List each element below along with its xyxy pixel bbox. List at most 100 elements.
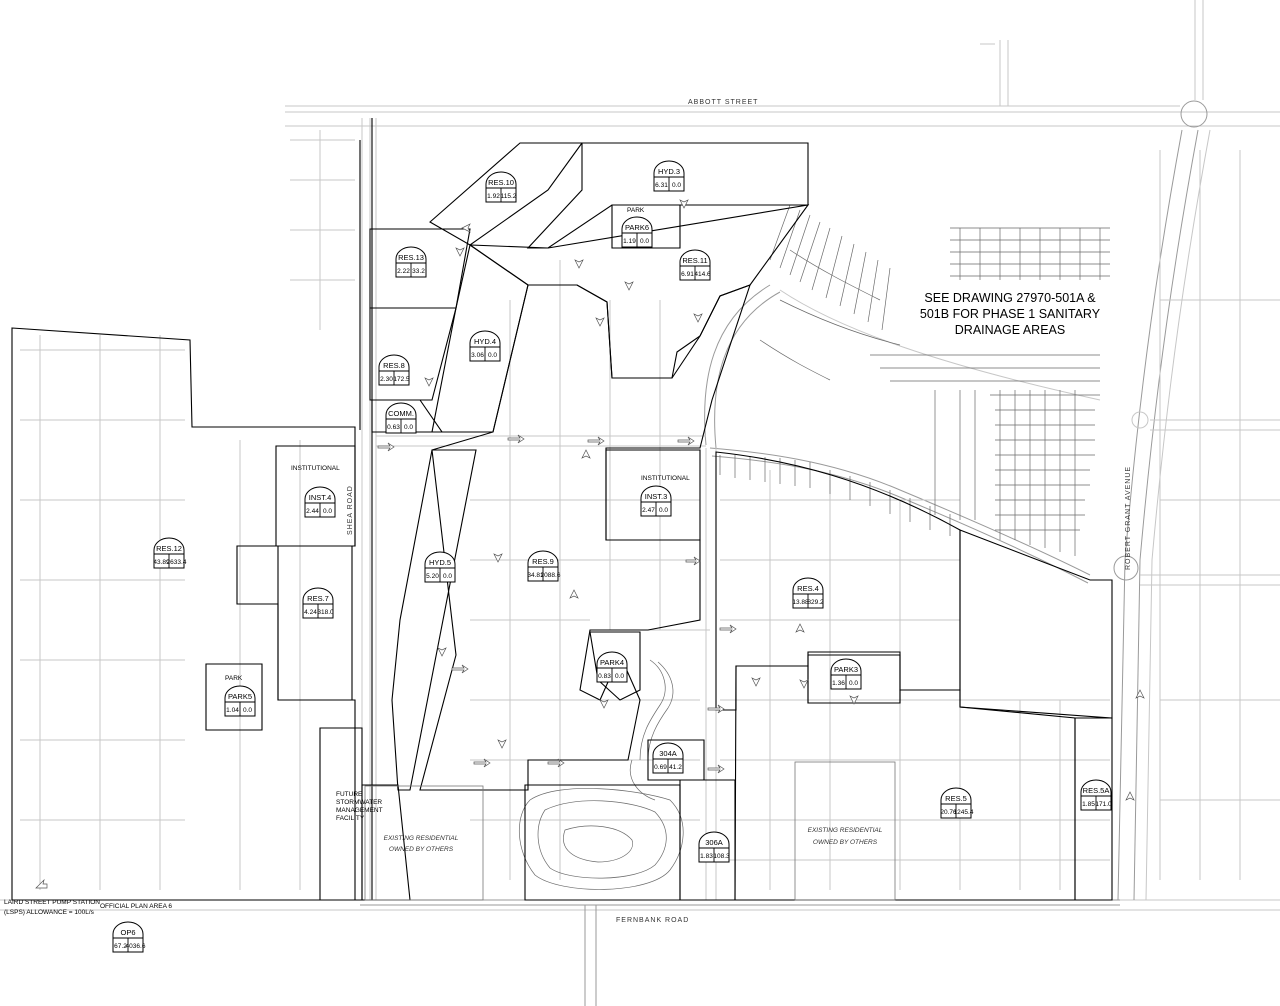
drainage-tag-shape — [830, 658, 862, 690]
boundary-res10 — [429, 142, 584, 246]
drainage-tag-flow: 829.2 — [807, 599, 824, 606]
drainage-tag-area: 43.89 — [153, 559, 170, 566]
drainage-tag-name: INST.3 — [645, 492, 668, 501]
boundary-res9 — [419, 284, 751, 791]
drainage-tag-area: 1.04 — [226, 707, 239, 714]
boundary-sw-facility-west — [319, 727, 363, 901]
drainage-tag-area: 34.81 — [527, 572, 544, 579]
boundary-hyd4 — [431, 244, 529, 433]
robert-grant-avenue-label: ROBERT GRANT AVENUE — [1125, 466, 1132, 570]
drainage-tag-shape — [698, 831, 730, 863]
drainage-tag-shape — [424, 551, 456, 583]
drainage-tag-shape — [378, 354, 410, 386]
drainage-tag-shape — [485, 171, 517, 203]
drainage-tag-name: HYD.3 — [658, 167, 680, 176]
drainage-tag-shape — [527, 550, 559, 582]
drainage-tag-flow: 0.0 — [443, 573, 452, 580]
drainage-tag-area: 1.85 — [1082, 801, 1095, 808]
drainage-tag-shape — [302, 587, 334, 619]
drainage-tag-area: 4.24 — [304, 609, 317, 616]
boundary-inst3 — [605, 449, 701, 541]
drainage-tag-name: RES.11 — [682, 256, 707, 265]
drainage-tag-flow: 318.0 — [317, 609, 334, 616]
drainage-tag-shape — [224, 685, 256, 717]
fernbank-road-label: FERNBANK ROAD — [616, 917, 689, 924]
existing-residential-a-line1: EXISTING RESIDENTIAL — [384, 835, 459, 842]
phase1-note-line2: 501B FOR PHASE 1 SANITARY — [920, 307, 1101, 321]
existing-residential-box-a — [364, 785, 484, 901]
drainage-tag-area: 2.30 — [380, 376, 393, 383]
drainage-tag-shape — [596, 651, 628, 683]
drainage-tag-area: 0.69 — [654, 764, 667, 771]
drainage-tag-flow: 0.0 — [672, 182, 681, 189]
drainage-tag-flow: 115.2 — [501, 193, 517, 200]
drainage-tag-area: 2.47 — [642, 507, 655, 514]
official-plan-note: OFFICIAL PLAN AREA 6 — [100, 903, 172, 910]
stormwater-note-line3: MANAGEMENT — [336, 807, 383, 814]
boundary-institutional-west — [275, 445, 356, 547]
drainage-tag-name: RES.5A — [1083, 786, 1110, 795]
drainage-tag-area: 13.88 — [792, 599, 809, 606]
boundary-park6 — [611, 204, 681, 249]
drainage-tag-area: 2.22 — [397, 268, 410, 275]
drainage-tag-hyd5: HYD.5 5.20 0.0 — [424, 551, 456, 583]
drainage-tag-area: 1.36 — [832, 680, 845, 687]
drainage-tag-name: PARK5 — [228, 692, 252, 701]
stormwater-note-line2: STORMWATER — [336, 799, 382, 806]
institutional-label-east: INSTITUTIONAL — [641, 475, 690, 482]
drainage-tag-shape — [679, 249, 711, 281]
drainage-tag-shape — [1080, 779, 1112, 811]
drainage-tag-flow: 0.0 — [243, 707, 252, 714]
drainage-tag-name: 304A — [659, 749, 677, 758]
drainage-tag-shape — [153, 537, 185, 569]
boundary-park5 — [205, 663, 263, 731]
drainage-tag-flow: 0.0 — [659, 507, 668, 514]
drainage-tag-name: RES.13 — [398, 253, 424, 262]
drainage-tag-flow: 0.0 — [849, 680, 858, 687]
drainage-tag-area: 67.2 — [114, 943, 127, 950]
drainage-tag-area: 5.20 — [426, 573, 439, 580]
drainage-tag-name: HYD.4 — [474, 337, 496, 346]
drainage-tag-shape — [621, 216, 653, 248]
institutional-label-west: INSTITUTIONAL — [291, 465, 340, 472]
phase1-note: SEE DRAWING 27970-501A & 501B FOR PHASE … — [915, 287, 1105, 347]
drainage-tag-park5: PARK5 1.04 0.0 — [224, 685, 256, 717]
drainage-tag-area: 2.44 — [306, 508, 319, 515]
drainage-tag-flow: 2633.4 — [167, 559, 187, 566]
drainage-tag-shape — [112, 921, 144, 953]
pump-station-note-line1: LAIRD STREET PUMP STATION — [4, 899, 100, 906]
phase1-note-line3: DRAINAGE AREAS — [955, 323, 1065, 337]
boundary-res7 — [236, 545, 353, 701]
drainage-tag-name: RES.4 — [797, 584, 819, 593]
boundary-res5a — [1074, 717, 1113, 901]
drainage-tag-name: 306A — [705, 838, 723, 847]
drainage-tag-name: COMM. — [388, 409, 414, 418]
drainage-tag-shape — [385, 402, 417, 434]
phase1-note-line1: SEE DRAWING 27970-501A & — [924, 291, 1096, 305]
drainage-tag-shape — [653, 160, 685, 192]
drainage-tag-name: HYD.5 — [429, 558, 451, 567]
drainage-tag-name: RES.5 — [945, 794, 967, 803]
drainage-tag-area: 1.19 — [623, 238, 636, 245]
drainage-tag-shape — [640, 485, 672, 517]
drainage-tag-flow: 172.5 — [393, 376, 410, 383]
drainage-tag-name: OP6 — [120, 928, 135, 937]
drainage-tag-area: 1.83 — [700, 853, 713, 860]
drainage-boundaries — [11, 118, 1113, 901]
existing-residential-a-line2: OWNED BY OTHERS — [389, 846, 454, 853]
drainage-tag-name: RES.12 — [156, 544, 182, 553]
drainage-tag-shape — [395, 246, 427, 278]
